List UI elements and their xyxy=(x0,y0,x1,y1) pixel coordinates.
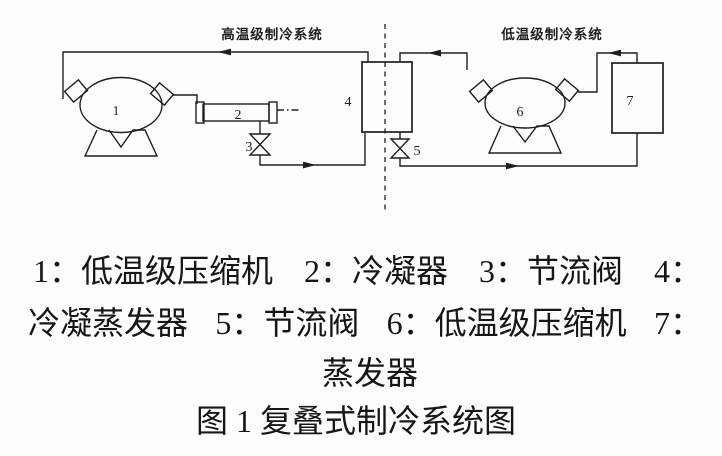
refrigeration-system-diagram: 高温级制冷系统 低温级制冷系统 1 2 3 4 5 6 7 xyxy=(62,24,664,214)
pipe-valve5-to-evap7 xyxy=(399,133,638,167)
arrow-left-comp6-discharge xyxy=(428,49,441,57)
legend-line-2: 冷凝蒸发器 5：节流阀 6：低温级压缩机 7： xyxy=(0,301,722,345)
compressor6-base xyxy=(487,125,563,154)
compressor1-body xyxy=(79,76,163,134)
compressor1-right-port xyxy=(149,81,175,107)
evaporator7 xyxy=(611,62,664,134)
condenser-right-cap xyxy=(268,101,278,124)
arrow-right-valve3-line xyxy=(303,161,316,169)
legend-item-6: 6：低温级压缩机 xyxy=(386,305,627,341)
legend-item-5: 5：节流阀 xyxy=(215,305,360,341)
cascade-hx4 xyxy=(361,61,413,133)
arrow-right-bottom-line xyxy=(506,162,519,170)
low-temp-system-label: 低温级制冷系统 xyxy=(500,26,603,42)
legend-line-1: 1：低温级压缩机 2：冷凝器 3：节流阀 4： xyxy=(0,249,722,293)
component-number-4: 4 xyxy=(345,95,352,110)
condenser-left-cap xyxy=(195,101,205,124)
component-number-6: 6 xyxy=(517,105,524,120)
compressor6-body xyxy=(484,77,566,129)
compressor1-left-port xyxy=(63,78,89,104)
component-number-1: 1 xyxy=(113,104,120,119)
figure-title-text: 图 1 复叠式制冷系统图 xyxy=(195,403,516,439)
arrow-left-evap-suction xyxy=(608,49,621,57)
pipe-comp1-to-condenser xyxy=(172,94,198,104)
legend-item-2: 2：冷凝器 xyxy=(303,253,448,289)
component-number-2: 2 xyxy=(235,108,242,123)
component-number-5: 5 xyxy=(414,144,421,159)
high-temp-system-label: 高温级制冷系统 xyxy=(221,26,323,42)
compressor6-left-port xyxy=(468,78,494,104)
pipe-evap7-to-comp6 xyxy=(578,52,638,93)
component-number-7: 7 xyxy=(627,94,634,109)
throttle-valve5 xyxy=(389,138,411,159)
legend-item-1: 1：低温级压缩机 xyxy=(33,253,274,289)
legend-item-3: 3：节流阀 xyxy=(478,253,623,289)
figure-title: 图 1 复叠式制冷系统图 xyxy=(0,399,722,443)
pipe-valve3-to-hx4 xyxy=(259,133,366,166)
legend-line-3: 蒸发器 xyxy=(0,351,722,395)
legend-item-4-name: 冷凝蒸发器 xyxy=(28,305,189,341)
legend-item-4-prefix: 4： xyxy=(653,253,702,289)
legend-item-7-name: 蒸发器 xyxy=(321,355,418,391)
component-number-3: 3 xyxy=(246,140,253,155)
arrow-left-ht-return xyxy=(218,48,231,56)
legend-item-7-prefix: 7： xyxy=(653,305,702,341)
pipe-ht-return xyxy=(62,51,369,99)
throttle-valve3 xyxy=(248,133,272,156)
compressor1-base xyxy=(83,129,159,157)
